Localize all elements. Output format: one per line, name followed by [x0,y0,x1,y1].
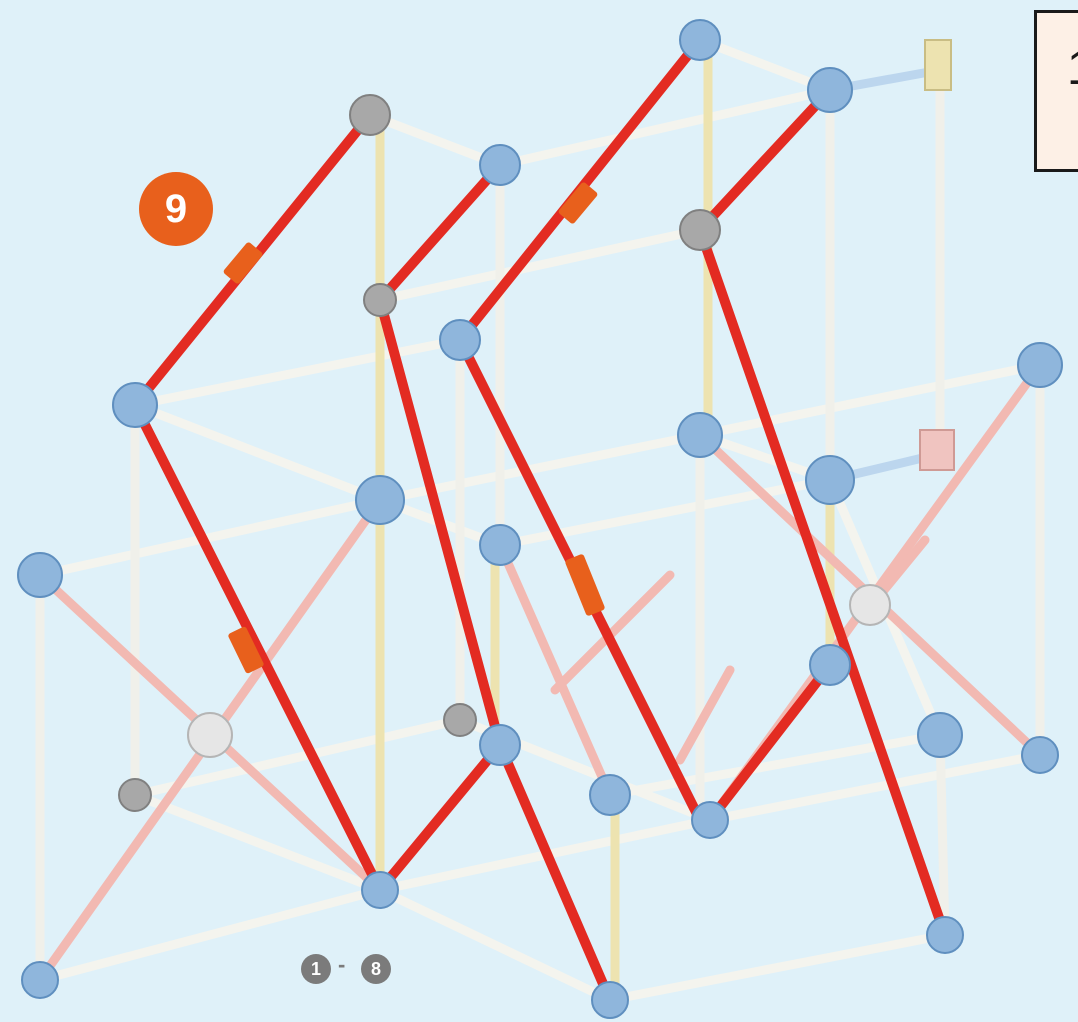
white-vertical-rods [35,55,1045,985]
blue-connectors [17,19,1063,1019]
pink-rods [35,360,1045,985]
pink-corner-connector [919,429,955,471]
white-connectors [187,584,891,758]
callout-number: 1 [1067,41,1078,96]
gray-connectors [118,94,721,812]
previous-steps-end-badge: 8 [361,954,391,984]
orange-couplers [223,182,605,674]
previous-steps-start-badge: 1 [301,954,331,984]
yellow-corner-connector [924,39,952,91]
step-number-badge: 9 [139,172,213,246]
parts-callout-box: 1 [1034,10,1078,172]
blue-rods [825,65,945,485]
previous-steps-separator: - [338,952,346,977]
